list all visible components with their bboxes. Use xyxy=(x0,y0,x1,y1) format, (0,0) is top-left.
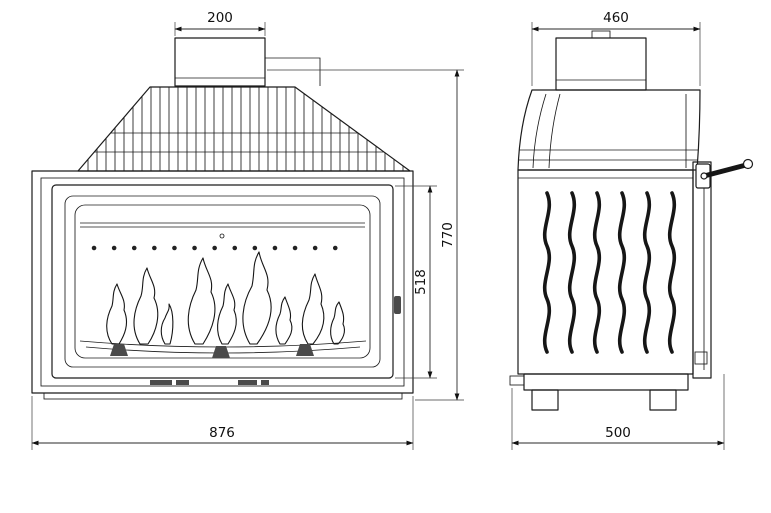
hood xyxy=(77,86,411,172)
door-edge-strip xyxy=(692,161,712,379)
side-flue-body xyxy=(555,37,647,91)
dim-label-460: 460 xyxy=(603,10,629,26)
side-base xyxy=(509,373,689,411)
grate xyxy=(79,340,367,358)
damper-rod xyxy=(265,57,321,86)
firebox-front xyxy=(31,170,414,400)
hood-ribs xyxy=(78,87,410,171)
side-door-edge xyxy=(692,158,754,379)
base-slab xyxy=(523,373,689,391)
side-body xyxy=(517,169,694,375)
dimension-front-height: 770 xyxy=(267,69,464,401)
glass-frame xyxy=(64,195,381,368)
handle-lever xyxy=(701,162,749,179)
damper-cap xyxy=(591,30,611,39)
flue-collar xyxy=(174,37,321,87)
ash-lip xyxy=(509,375,525,386)
dimension-side-depth: 500 xyxy=(511,374,725,450)
door-latch xyxy=(394,296,401,314)
side-view: 460 500 xyxy=(509,10,754,450)
bottom-vents xyxy=(150,380,269,385)
side-wavy-ribs xyxy=(542,191,677,354)
side-hood xyxy=(517,89,701,171)
door-frame xyxy=(51,184,394,379)
lower-hinge xyxy=(694,351,708,365)
dim-label-518: 518 xyxy=(413,269,429,295)
body-outline xyxy=(31,170,414,394)
foot-rear xyxy=(531,389,559,411)
handle-knob xyxy=(742,158,754,170)
dimension-side-top-width: 460 xyxy=(531,10,701,86)
base-strip xyxy=(43,392,403,400)
side-hood-seams xyxy=(518,149,700,161)
flue-collar-body xyxy=(174,37,266,87)
center-pin xyxy=(219,233,225,239)
dimension-front-width: 876 xyxy=(31,396,414,450)
dim-label-500: 500 xyxy=(605,425,631,441)
handle-pivot xyxy=(700,172,708,180)
front-view: 200 876 518 770 xyxy=(31,10,464,450)
side-hood-outline xyxy=(517,89,701,171)
hood-outline xyxy=(77,86,411,172)
dim-label-770: 770 xyxy=(440,222,456,248)
side-hood-contours xyxy=(518,93,700,169)
andiron-foot xyxy=(296,344,314,356)
andiron-foot xyxy=(212,346,230,358)
andiron-foot xyxy=(110,344,128,356)
dim-label-200: 200 xyxy=(207,10,233,26)
flame-art xyxy=(106,251,346,345)
foot-front xyxy=(649,389,677,411)
dimension-door-height: 518 xyxy=(395,185,437,379)
dim-label-876: 876 xyxy=(209,425,235,441)
side-flue-collar xyxy=(555,30,647,91)
air-deflector xyxy=(80,222,365,228)
frame-outline xyxy=(40,177,405,387)
dimension-flue-width: 200 xyxy=(174,10,266,36)
